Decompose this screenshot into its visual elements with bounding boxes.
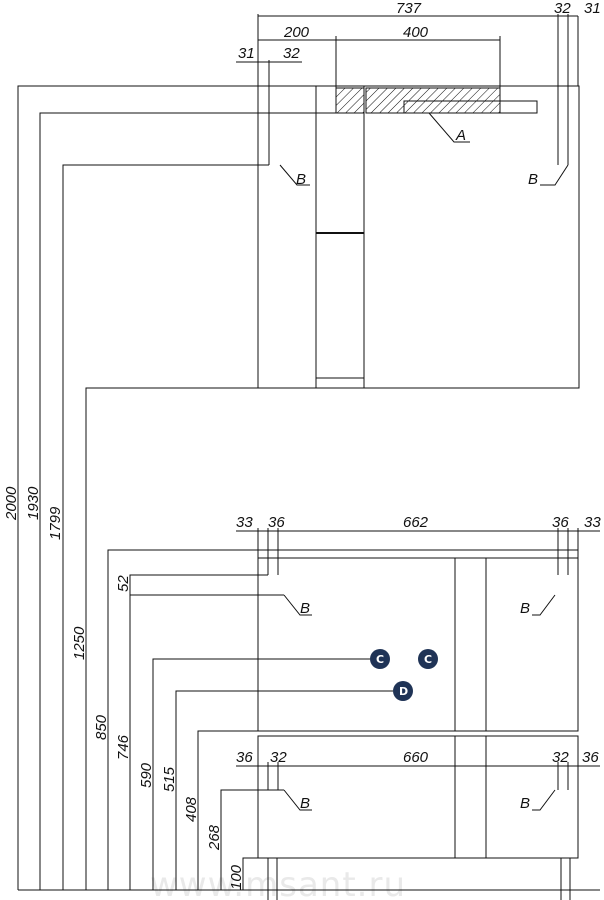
dim-100: 100 xyxy=(228,864,245,890)
upper-drawer xyxy=(257,557,579,732)
lower-drawer xyxy=(257,735,579,859)
marker-a: A xyxy=(455,127,466,144)
upper-width-dims: 737 200 400 31 32 32 31 xyxy=(236,0,601,88)
dim-31-left: 31 xyxy=(238,45,255,62)
dim-200: 200 xyxy=(283,24,310,41)
dim-33-left: 33 xyxy=(236,514,253,531)
dim-850: 850 xyxy=(93,714,110,740)
lower-bottom-width-dims: 36 32 660 32 36 xyxy=(236,749,600,790)
marker-b-lower-3: B xyxy=(300,795,310,812)
dim-36-left: 36 xyxy=(268,514,285,531)
marker-b-lower-1: B xyxy=(300,600,310,617)
dim-32-bottom-left: 32 xyxy=(270,749,287,766)
upper-markers: A B B xyxy=(279,112,569,188)
badge-c-2-label: C xyxy=(424,653,432,666)
lower-markers: B B B B xyxy=(283,594,556,812)
shelf-lip xyxy=(403,100,538,114)
dim-1930: 1930 xyxy=(25,486,42,520)
lower-cabinet xyxy=(257,549,579,900)
dim-268: 268 xyxy=(206,824,223,851)
upper-cabinet xyxy=(257,14,580,389)
badge-d xyxy=(393,681,413,701)
dim-746: 746 xyxy=(115,734,132,760)
dim-32-bottom-right: 32 xyxy=(552,749,569,766)
dim-52: 52 xyxy=(115,575,132,592)
dim-2000: 2000 xyxy=(3,486,20,521)
upper-drawer-handle xyxy=(454,557,487,732)
marker-b-upper-right: B xyxy=(528,171,538,188)
dim-400: 400 xyxy=(403,24,429,41)
dim-1250: 1250 xyxy=(71,626,88,660)
dim-36-bottom-right: 36 xyxy=(582,749,599,766)
dim-408: 408 xyxy=(183,796,200,822)
lower-drawer-handle xyxy=(454,735,487,859)
dim-33-right: 33 xyxy=(584,514,601,531)
dim-590: 590 xyxy=(138,762,155,788)
marker-b-lower-2: B xyxy=(520,600,530,617)
upper-height-dims: 2000 1930 1799 1250 xyxy=(3,85,360,890)
connection-badges: C C D xyxy=(370,649,438,701)
lower-width-dims: 33 36 662 36 33 xyxy=(236,514,601,575)
dim-32-right: 32 xyxy=(554,0,571,17)
dim-1799: 1799 xyxy=(47,506,64,540)
dim-32-left: 32 xyxy=(283,45,300,62)
countertop xyxy=(257,549,579,559)
upper-middle-shelf-column xyxy=(315,85,365,389)
upper-right-door xyxy=(363,85,580,389)
upper-left-panel xyxy=(257,85,317,389)
badge-c-1 xyxy=(370,649,390,669)
badge-c-2 xyxy=(418,649,438,669)
dim-36-bottom-left: 36 xyxy=(236,749,253,766)
dim-737: 737 xyxy=(396,0,422,17)
dim-660: 660 xyxy=(403,749,429,766)
dim-31-right: 31 xyxy=(584,0,601,17)
badge-d-label: D xyxy=(399,685,408,698)
dim-662: 662 xyxy=(403,514,429,531)
dim-36-right: 36 xyxy=(552,514,569,531)
marker-b-upper-left: B xyxy=(296,171,306,188)
marker-b-lower-4: B xyxy=(520,795,530,812)
dim-515: 515 xyxy=(161,766,178,792)
lower-height-dims: 850 746 52 590 515 408 268 100 xyxy=(93,549,393,890)
badge-c-1-label: C xyxy=(376,653,384,666)
watermark: www.msant.ru xyxy=(150,865,406,900)
hatched-block-left xyxy=(335,87,365,114)
